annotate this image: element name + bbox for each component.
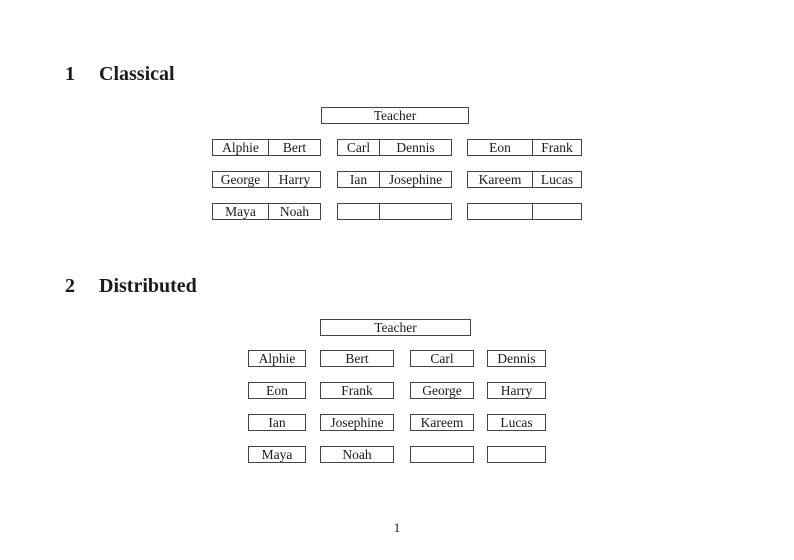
student-name: Carl: [346, 140, 371, 155]
desk-distributed-empty: [410, 446, 474, 463]
student-name: Josephine: [330, 415, 384, 430]
desk-classical: Eon Frank: [467, 139, 582, 156]
student-name: Noah: [268, 204, 320, 219]
desk-classical: Alphie Bert: [212, 139, 321, 156]
student-name: Bert: [268, 140, 320, 155]
desk-distributed: Maya: [248, 446, 306, 463]
student-name: [468, 204, 532, 219]
desk-distributed: Dennis: [487, 350, 546, 367]
student-name: Kareem: [420, 415, 464, 430]
page-number: 1: [393, 520, 401, 535]
student-name: [338, 204, 379, 219]
student-name: Frank: [532, 140, 581, 155]
desk-distributed: Noah: [320, 446, 394, 463]
desk-classical-empty: [467, 203, 582, 220]
student-name: Eon: [489, 140, 511, 155]
student-name: Josephine: [379, 172, 451, 187]
section-number: 2: [65, 275, 75, 297]
desk-classical: George Harry: [212, 171, 321, 188]
student-name: [379, 204, 451, 219]
section-heading-classical: 1 Classical: [65, 64, 175, 84]
student-name: Frank: [341, 383, 373, 398]
teacher-desk-classical: Teacher: [321, 107, 469, 124]
student-name: Ian: [349, 172, 368, 187]
student-name: Lucas: [532, 172, 581, 187]
student-name: Ian: [268, 415, 286, 430]
desk-distributed: Josephine: [320, 414, 394, 431]
desk-distributed: Carl: [410, 350, 474, 367]
section-title: Classical: [99, 63, 175, 85]
student-name: Kareem: [478, 172, 522, 187]
student-name: Carl: [430, 351, 454, 366]
desk-distributed: Kareem: [410, 414, 474, 431]
student-name: Eon: [266, 383, 288, 398]
student-name: Harry: [500, 383, 533, 398]
desk-classical: Kareem Lucas: [467, 171, 582, 188]
student-name: George: [422, 383, 462, 398]
desk-classical: Maya Noah: [212, 203, 321, 220]
section-title: Distributed: [99, 275, 197, 297]
section-heading-distributed: 2 Distributed: [65, 276, 197, 296]
teacher-label: Teacher: [374, 320, 417, 335]
section-number: 1: [65, 63, 75, 85]
desk-distributed: Frank: [320, 382, 394, 399]
student-name: Lucas: [500, 415, 533, 430]
student-name: Harry: [268, 172, 320, 187]
desk-distributed: Lucas: [487, 414, 546, 431]
desk-distributed: Alphie: [248, 350, 306, 367]
desk-distributed: Ian: [248, 414, 306, 431]
desk-distributed: George: [410, 382, 474, 399]
teacher-desk-distributed: Teacher: [320, 319, 471, 336]
desk-classical: Carl Dennis: [337, 139, 452, 156]
student-name: Dennis: [497, 351, 536, 366]
desk-distributed-empty: [487, 446, 546, 463]
desk-distributed: Harry: [487, 382, 546, 399]
student-name: Maya: [225, 204, 256, 219]
desk-distributed: Eon: [248, 382, 306, 399]
teacher-label: Teacher: [373, 108, 417, 123]
desk-distributed: Bert: [320, 350, 394, 367]
student-name: George: [220, 172, 261, 187]
student-name: Maya: [261, 447, 293, 462]
desk-classical-empty: [337, 203, 452, 220]
student-name: Bert: [345, 351, 369, 366]
student-name: Alphie: [258, 351, 296, 366]
student-name: [532, 204, 581, 219]
student-name: Alphie: [222, 140, 259, 155]
student-name: Noah: [342, 447, 372, 462]
student-name: Dennis: [379, 140, 451, 155]
desk-classical: Ian Josephine: [337, 171, 452, 188]
